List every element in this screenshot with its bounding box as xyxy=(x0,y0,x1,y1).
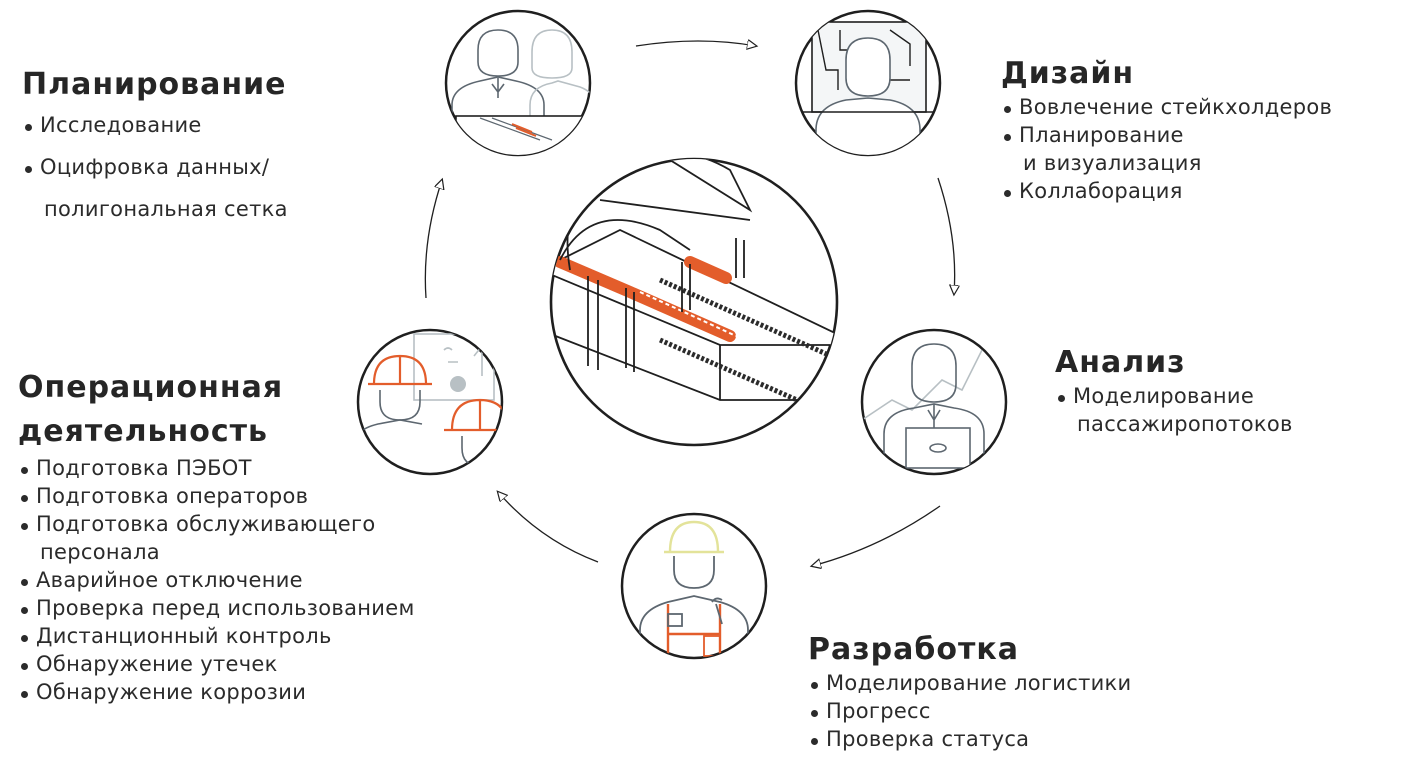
list-item: Исследование xyxy=(22,104,288,146)
cycle-arrows xyxy=(424,41,955,566)
phase-items: Подготовка ПЭБОТ Подготовка операторов П… xyxy=(18,454,415,706)
phase-planning: Планирование Исследование Оцифровка данн… xyxy=(22,66,288,230)
phase-development: Разработка Моделирование логистики Прогр… xyxy=(808,631,1131,753)
title-line: Операционная xyxy=(18,370,284,405)
list-item: Аварийное отключение xyxy=(18,566,415,594)
item-line-continuation: полигональная сетка xyxy=(44,197,288,221)
list-item: Оцифровка данных/полигональная сетка xyxy=(22,146,288,230)
arrow-analysis-to-development xyxy=(812,505,941,566)
worker-with-hardhat-icon xyxy=(620,512,768,660)
list-item: Проверка перед использованием xyxy=(18,594,415,622)
list-item: Обнаружение коррозии xyxy=(18,678,415,706)
phase-title: Разработка xyxy=(808,632,1019,667)
phase-items: Моделирование логистики Прогресс Проверк… xyxy=(808,669,1131,753)
list-item: Моделирование логистики xyxy=(808,669,1131,697)
list-item: Проверка статуса xyxy=(808,725,1131,753)
item-line: Аварийное отключение xyxy=(36,568,303,592)
phase-design: Дизайн Вовлечение стейкхолдеров Планиров… xyxy=(1001,55,1332,205)
item-line: Обнаружение коррозии xyxy=(36,680,307,704)
item-line: Моделирование xyxy=(1073,384,1255,408)
list-item: Обнаружение утечек xyxy=(18,650,415,678)
phase-title: Операционная деятельность xyxy=(18,366,415,454)
item-line: Проверка перед использованием xyxy=(36,596,415,620)
list-item: Подготовка ПЭБОТ xyxy=(18,454,415,482)
person-with-blueprint-icon xyxy=(794,9,942,157)
phase-items: Вовлечение стейкхолдеров Планирование и в… xyxy=(1001,93,1332,205)
list-item: Подготовка операторов xyxy=(18,482,415,510)
item-line: Подготовка операторов xyxy=(36,484,309,508)
list-item: Планирование и визуализация xyxy=(1001,121,1332,177)
item-line-continuation: пассажиропотоков xyxy=(1077,412,1293,436)
item-line-continuation: персонала xyxy=(40,540,160,564)
phase-items: Моделирование пассажиропотоков xyxy=(1055,382,1293,438)
item-line: Планирование xyxy=(1019,123,1184,147)
item-line-continuation: и визуализация xyxy=(1023,151,1202,175)
item-line: Подготовка обслуживающего xyxy=(36,512,376,536)
phase-items: Исследование Оцифровка данных/полигональ… xyxy=(22,104,288,230)
title-line: деятельность xyxy=(18,414,268,449)
item-line: Прогресс xyxy=(826,699,931,723)
item-line: Обнаружение утечек xyxy=(36,652,278,676)
two-people-at-table-icon xyxy=(444,9,592,157)
item-line: Коллаборация xyxy=(1019,179,1183,203)
list-item: Подготовка обслуживающего персонала xyxy=(18,510,415,566)
list-item: Коллаборация xyxy=(1001,177,1332,205)
list-item: Вовлечение стейкхолдеров xyxy=(1001,93,1332,121)
item-line: Подготовка ПЭБОТ xyxy=(36,456,252,480)
phase-operations: Операционная деятельность Подготовка ПЭБО… xyxy=(18,366,415,706)
railway-station-train-illustration xyxy=(549,157,839,447)
phase-title: Планирование xyxy=(22,67,287,102)
list-item: Моделирование пассажиропотоков xyxy=(1055,382,1293,438)
list-item: Дистанционный контроль xyxy=(18,622,415,650)
arrow-development-to-operations xyxy=(498,492,599,563)
item-line: Вовлечение стейкхолдеров xyxy=(1019,95,1333,119)
item-line: Проверка статуса xyxy=(826,727,1030,751)
arrow-design-to-analysis xyxy=(937,177,955,294)
item-line: Моделирование логистики xyxy=(826,671,1132,695)
arrow-planning-to-design xyxy=(635,41,756,46)
item-line: Дистанционный контроль xyxy=(36,624,332,648)
phase-analysis: Анализ Моделирование пассажиропотоков xyxy=(1055,344,1293,438)
phase-title: Дизайн xyxy=(1001,56,1135,91)
arrow-operations-to-planning xyxy=(424,180,442,299)
operators-with-hardhats-icon xyxy=(356,328,504,476)
item-line: Исследование xyxy=(40,113,202,137)
item-line: Оцифровка данных/ xyxy=(40,155,270,179)
phase-title: Анализ xyxy=(1055,345,1186,380)
person-with-laptop-icon xyxy=(860,328,1008,476)
list-item: Прогресс xyxy=(808,697,1131,725)
